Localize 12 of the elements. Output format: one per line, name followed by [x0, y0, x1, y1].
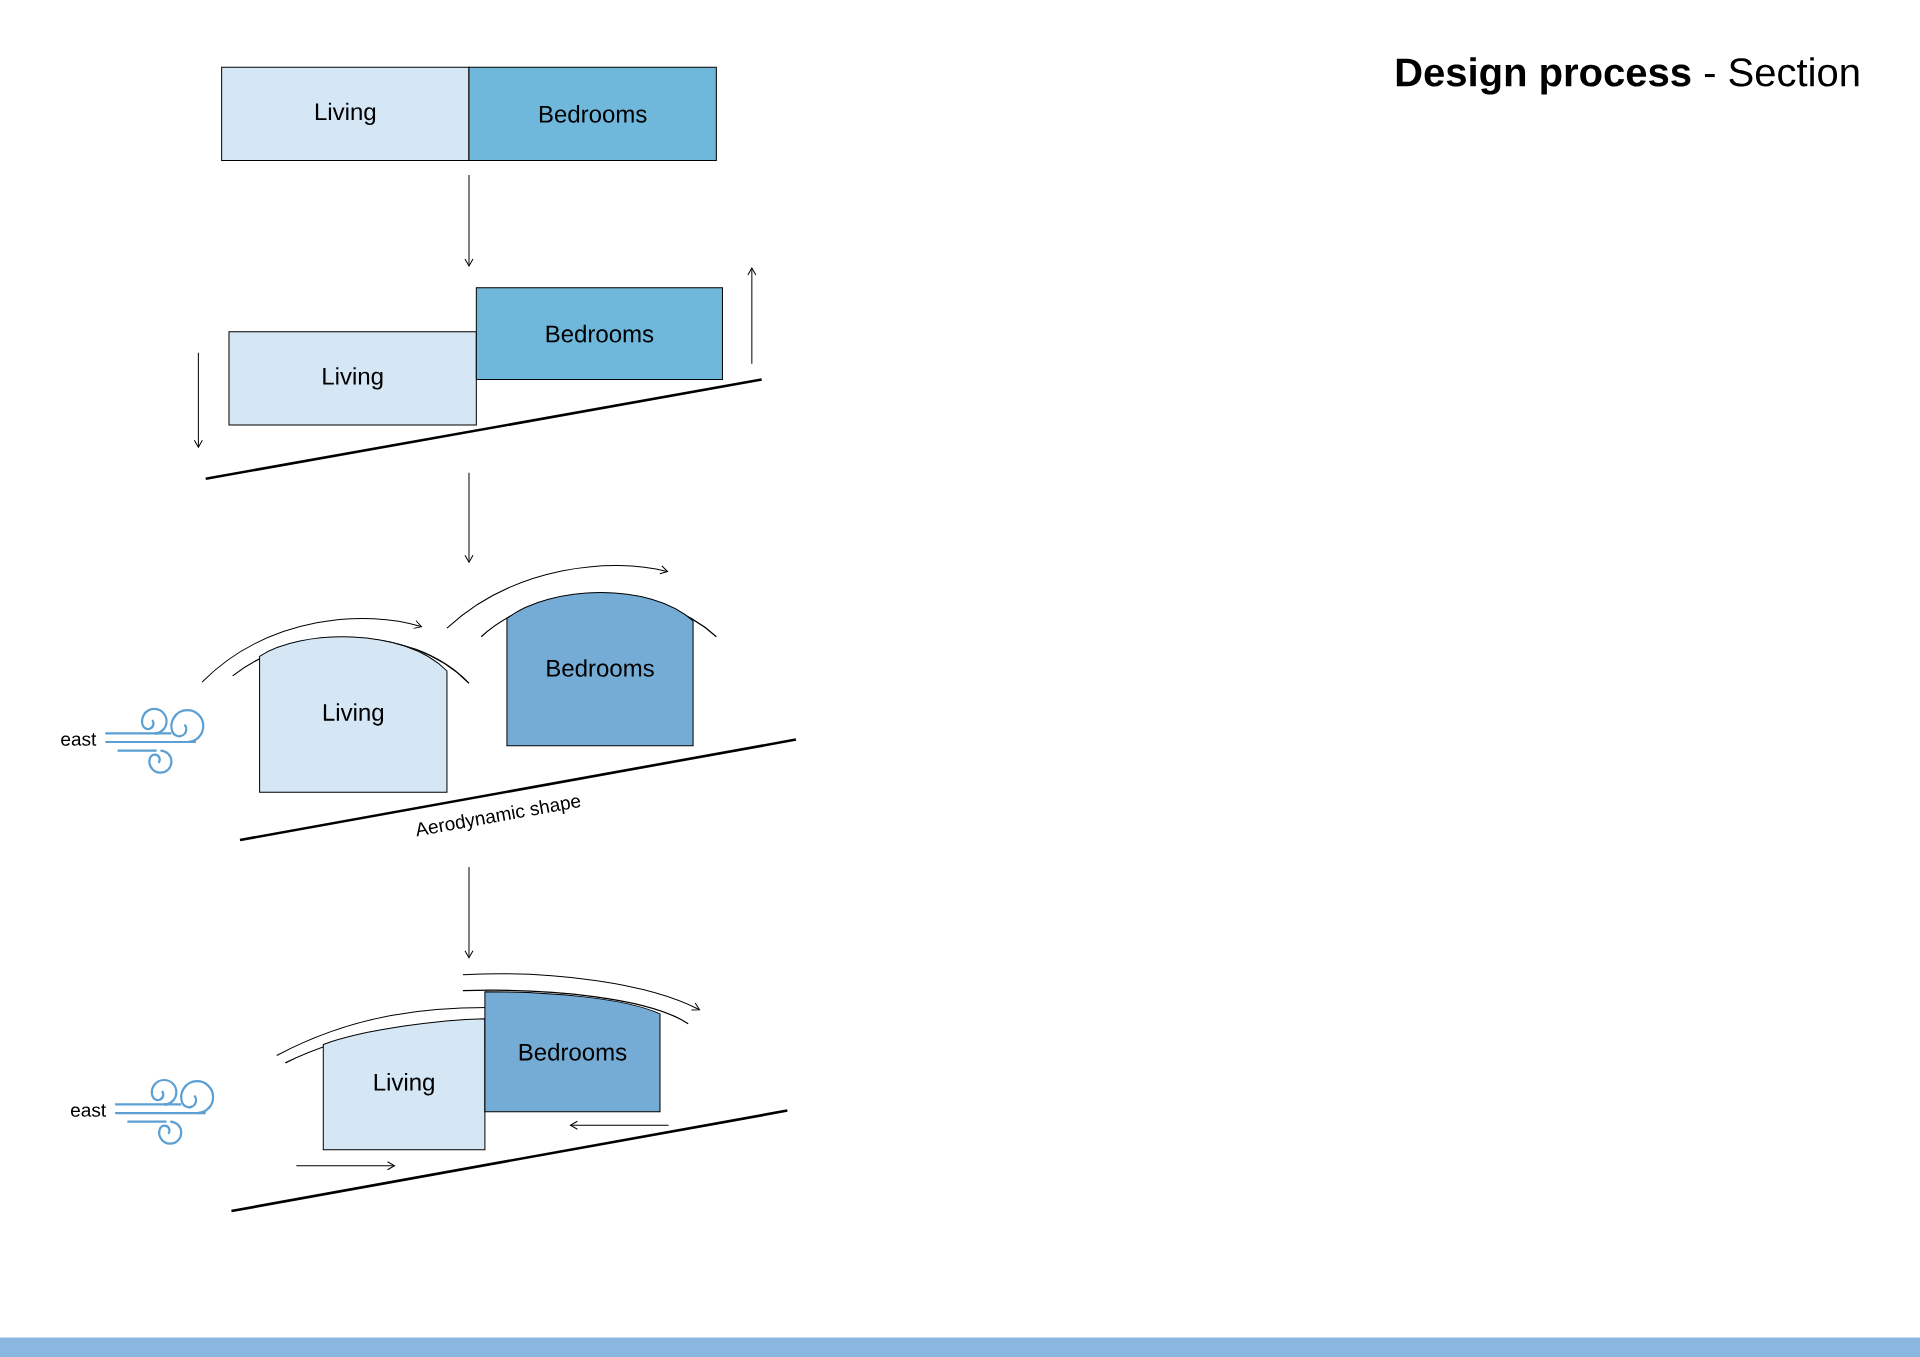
- bedrooms-block: Bedrooms: [475, 287, 723, 381]
- title: Design process - Section: [1396, 57, 1859, 95]
- living-room-block: Living: [228, 331, 477, 426]
- living-room-section: Living: [259, 636, 448, 793]
- wind-label: east: [61, 733, 97, 746]
- bedrooms-section: Bedrooms: [484, 991, 661, 1113]
- living-room-block: Living: [221, 66, 470, 161]
- wind-label: east: [71, 1104, 106, 1117]
- slope-label: Aerodynamic shape: [416, 797, 581, 837]
- living-room-section: Living: [322, 1018, 486, 1151]
- bedrooms-block: Bedrooms: [468, 66, 717, 161]
- bedrooms-section: Bedrooms: [506, 592, 694, 747]
